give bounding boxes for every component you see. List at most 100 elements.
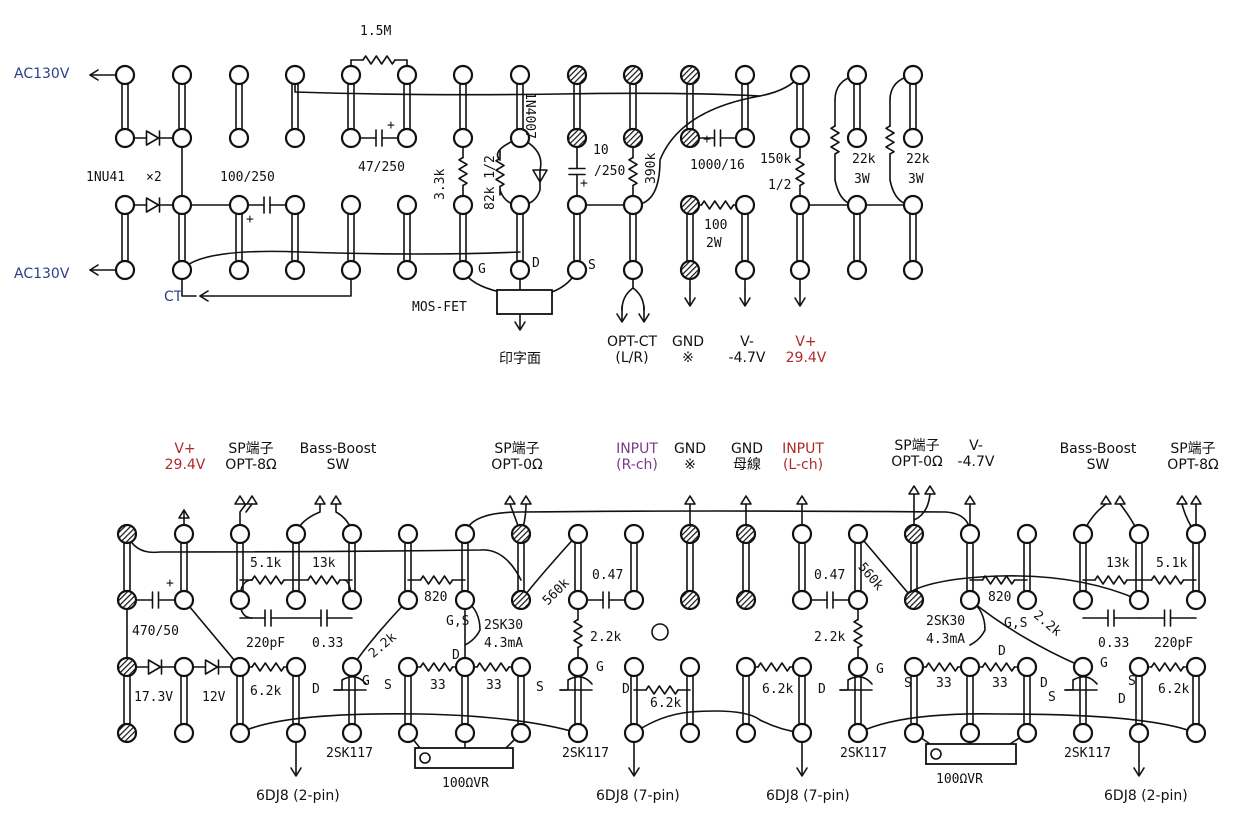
output-v-plus-line2: 29.4V — [785, 350, 827, 366]
polarity-plus-2: + — [246, 212, 254, 227]
output-opt-ct-line1: OPT-CT — [606, 334, 658, 350]
fet-2sk30-left-label: 2SK30 — [484, 618, 524, 633]
terminal-post — [173, 589, 195, 611]
terminal-post — [847, 656, 869, 678]
label-sp-terminal-0-left-line2: OPT-0Ω — [491, 457, 543, 473]
terminal-post — [1072, 656, 1094, 678]
wire — [183, 599, 241, 668]
terminal-post — [1185, 722, 1207, 744]
resistor-13k-right-label: 13k — [1106, 556, 1130, 571]
terminal-post — [284, 194, 306, 216]
resistor-6-2k-b-label: 6.2k — [650, 696, 682, 711]
resistor-symbol — [1094, 575, 1128, 585]
label-gnd-line1: GND — [673, 441, 707, 457]
fet-drain-3-label: D — [622, 682, 630, 697]
terminal-post — [566, 259, 588, 281]
terminal-post — [173, 523, 195, 545]
diode-1n4007-label: 1N4007 — [522, 92, 537, 139]
resistor-3w-2-label: 3W — [908, 172, 924, 187]
output-v-minus-line2: -4.7V — [728, 350, 766, 366]
arrow-up-icon — [246, 495, 258, 505]
arrow-down-icon — [638, 313, 650, 323]
polarity-plus-3: + — [580, 176, 588, 191]
ac130v-terminal-2: AC130V — [14, 266, 70, 282]
fet-gate-4-label: G — [1100, 656, 1108, 671]
arrow-down-icon — [514, 321, 526, 331]
terminal-post — [341, 656, 363, 678]
resistor-390k-label: 390k — [644, 152, 659, 184]
terminal-post — [228, 127, 250, 149]
terminal-post — [735, 656, 757, 678]
terminal-post — [566, 194, 588, 216]
fet-source-3-label: S — [904, 676, 912, 691]
terminal-post — [902, 259, 924, 281]
resistor-symbol — [757, 662, 791, 672]
terminal-post — [452, 64, 474, 86]
arrow-down-icon — [290, 767, 302, 777]
terminal-post — [285, 523, 307, 545]
terminal-post — [284, 64, 306, 86]
terminal-post — [454, 523, 476, 545]
wire — [632, 287, 645, 311]
terminal-post — [1128, 523, 1150, 545]
terminal-post — [1185, 523, 1207, 545]
vr-100-right-knob — [930, 748, 942, 760]
fet-2sk117-symbol — [1064, 676, 1098, 691]
terminal-post — [734, 259, 756, 281]
cap-100-250-label: 100/250 — [220, 170, 275, 185]
resistor-symbol — [419, 662, 454, 672]
arrow-up-icon — [330, 495, 342, 505]
terminal-post — [396, 127, 418, 149]
resistor-6-2k-a-label: 6.2k — [250, 684, 282, 699]
fet-drain-4-label: D — [818, 682, 826, 697]
terminal-post — [1072, 722, 1094, 744]
terminal-post — [679, 589, 701, 611]
arrow-up-icon — [908, 485, 920, 495]
terminal-post — [679, 64, 701, 86]
terminal-post — [789, 194, 811, 216]
terminal-post — [509, 194, 531, 216]
fet-drain-1-label: D — [312, 682, 320, 697]
fet-current-right-label: 4.3mA — [926, 632, 966, 647]
arrow-down-icon — [1133, 767, 1145, 777]
arrow-left-icon — [199, 290, 209, 302]
label-sp-terminal-8-left-line1: SP端子 — [228, 441, 274, 457]
diode-symbol — [145, 197, 160, 213]
label-sp-terminal-0-left: SP端子 OPT-0Ω — [480, 441, 554, 473]
arrow-up-icon — [740, 495, 752, 505]
ground-reference-marker — [651, 623, 669, 641]
resistor-symbol — [251, 662, 285, 672]
fet-source-2-label: S — [536, 680, 544, 695]
terminal-post — [566, 64, 588, 86]
label-sp-terminal-8-right-line2: OPT-8Ω — [1167, 457, 1219, 473]
resistor-symbol — [885, 125, 895, 155]
fet-2sk117-b-label: 2SK117 — [562, 746, 609, 761]
terminal-post — [903, 523, 925, 545]
terminal-post — [734, 194, 756, 216]
terminal-post — [734, 64, 756, 86]
terminal-post — [397, 589, 419, 611]
arrow-up-icon — [796, 495, 808, 505]
terminal-post — [229, 722, 251, 744]
arrow-up-icon — [234, 495, 246, 505]
wire — [294, 74, 801, 97]
label-sp-terminal-8-left: SP端子 OPT-8Ω — [214, 441, 288, 473]
resistor-82k-label: 82k 1/2 — [483, 155, 498, 210]
zener-12v-label: 12V — [202, 690, 226, 705]
resistor-symbol — [628, 156, 638, 187]
vr-100-left-knob — [419, 752, 431, 764]
resistor-1-5m-label: 1.5M — [360, 24, 392, 39]
output-v-minus: V- -4.7V — [720, 334, 774, 366]
terminal-post — [735, 523, 757, 545]
diode-symbol — [147, 659, 162, 675]
tube-6dj8-2pin-right: 6DJ8 (2-pin) — [1104, 788, 1188, 804]
terminal-post — [623, 722, 645, 744]
resistor-6-2k-c-label: 6.2k — [762, 682, 794, 697]
label-v-plus-line2: 29.4V — [164, 457, 206, 473]
terminal-post — [396, 194, 418, 216]
terminal-post — [509, 64, 531, 86]
wire — [913, 493, 931, 521]
resistor-33-c-label: 33 — [936, 676, 952, 691]
terminal-post — [734, 127, 756, 149]
